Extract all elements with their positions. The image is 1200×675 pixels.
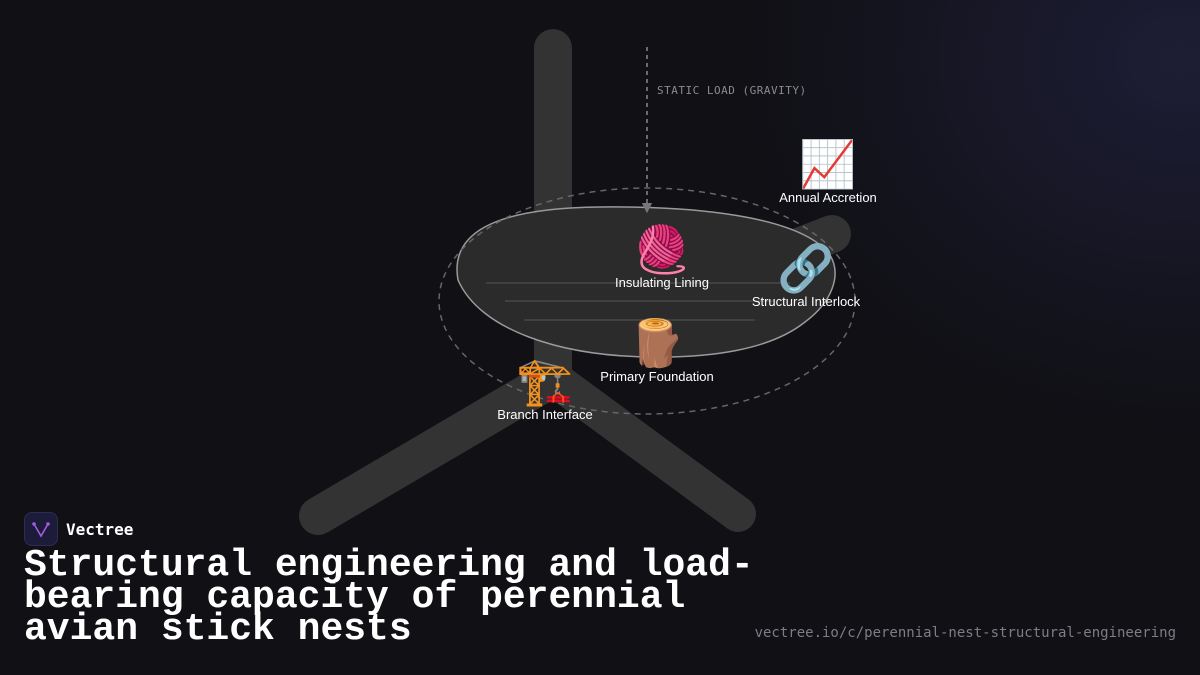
page-url: vectree.io/c/perennial-nest-structural-e…: [754, 625, 1176, 641]
yarn-ball-icon: 🧶: [633, 222, 691, 276]
chart-increasing-icon: 📈: [799, 137, 857, 191]
node-label: Insulating Lining: [615, 275, 709, 290]
node-annual-accretion: 📈 Annual Accretion: [779, 138, 877, 205]
node-label: Branch Interface: [497, 407, 593, 422]
construction-crane-icon: 🏗️: [516, 354, 574, 408]
brand-name: Vectree: [66, 519, 134, 539]
node-primary-foundation: 🪵 Primary Foundation: [600, 317, 713, 384]
nest-boundary: [438, 187, 856, 415]
page-title: Structural engineering and load-bearing …: [24, 544, 754, 651]
link-icon: 🔗: [777, 241, 835, 295]
wood-log-icon: 🪵: [628, 316, 686, 370]
node-structural-interlock: 🔗 Structural Interlock: [752, 242, 860, 309]
node-branch-interface: 🏗️ Branch Interface: [497, 355, 592, 422]
node-label: Primary Foundation: [600, 369, 714, 384]
node-label: Structural Interlock: [751, 294, 861, 309]
node-label: Annual Accretion: [779, 190, 877, 205]
brand: Vectree: [24, 512, 133, 546]
branch-right: [535, 360, 756, 532]
branch-left: [299, 359, 572, 535]
static-load-label: STATIC LOAD (GRAVITY): [657, 84, 807, 97]
v-branch-logo-icon: [24, 512, 58, 546]
node-insulating-lining: 🧶 Insulating Lining: [615, 223, 709, 290]
